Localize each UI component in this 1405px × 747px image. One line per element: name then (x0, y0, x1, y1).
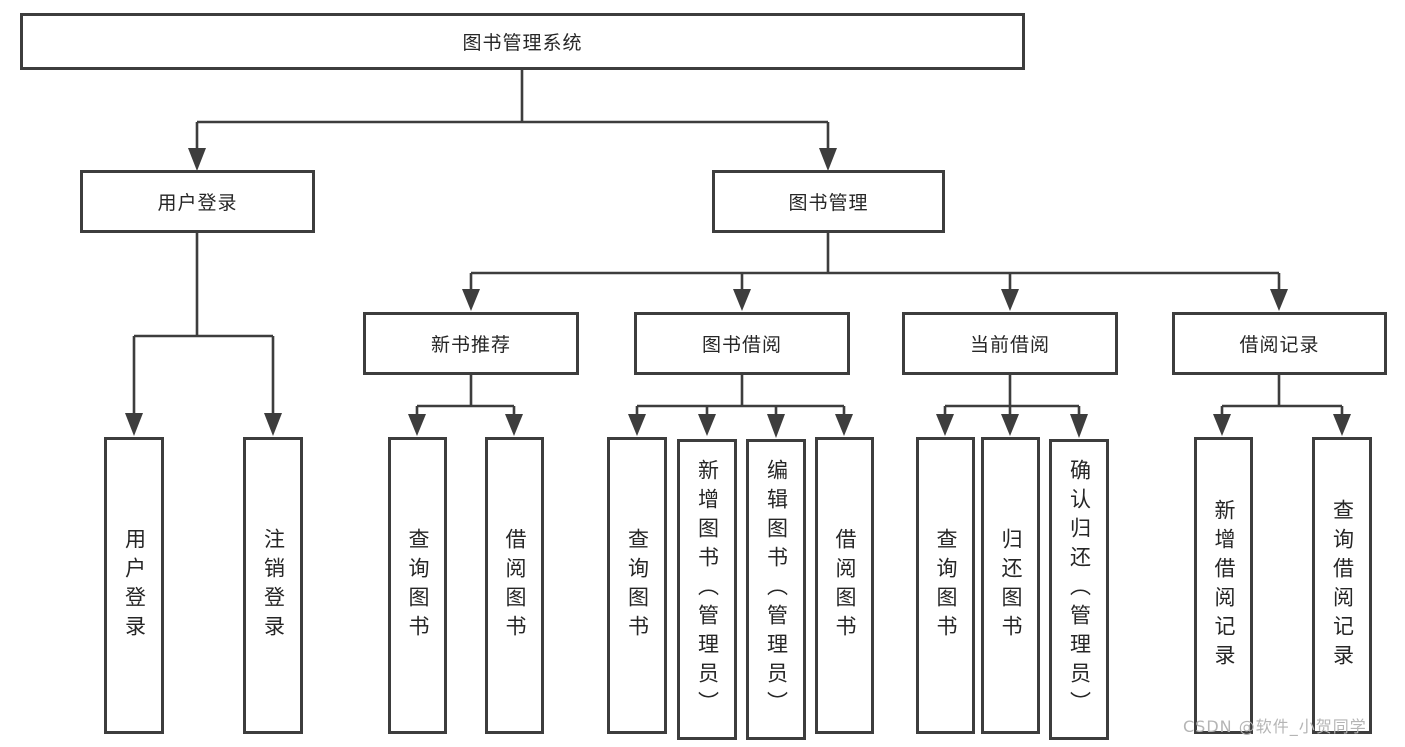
node-label: 新增图书（管理员） (695, 459, 720, 720)
leaf-confirm-return-admin: 确认归还（管理员） (1049, 439, 1109, 740)
node-label: 查询图书 (625, 527, 650, 644)
csdn-watermark: CSDN @软件_小贺同学 (1183, 717, 1367, 736)
leaf-return-books: 归还图书 (981, 437, 1040, 734)
node-label: 查询图书 (406, 527, 430, 644)
node-new-book-recommend: 新书推荐 (363, 312, 579, 375)
node-label: 借阅图书 (833, 527, 857, 644)
node-label: 归还图书 (999, 527, 1023, 644)
leaf-borrow-books-recommend: 借阅图书 (485, 437, 544, 734)
connector-root-to-level2 (188, 70, 837, 171)
node-label: 编辑图书（管理员） (764, 459, 789, 720)
node-label: 查询借阅记录 (1330, 498, 1355, 673)
leaf-add-borrow-record: 新增借阅记录 (1194, 437, 1253, 734)
node-label: 确认归还（管理员） (1067, 459, 1092, 720)
node-label: 图书借阅 (701, 334, 782, 356)
connector-borrow-to-leaves (628, 375, 853, 438)
leaf-add-books-admin: 新增图书（管理员） (677, 439, 737, 740)
node-label: 查询图书 (934, 527, 958, 644)
leaf-query-books-current: 查询图书 (916, 437, 975, 734)
node-current-borrowing: 当前借阅 (902, 312, 1118, 375)
node-label: 新书推荐 (430, 334, 511, 356)
leaf-query-books-recommend: 查询图书 (388, 437, 447, 734)
node-label: 注销登录 (261, 527, 286, 644)
node-label: 用户登录 (122, 527, 147, 644)
connector-current-to-leaves (936, 375, 1088, 438)
leaf-query-borrow-record: 查询借阅记录 (1312, 437, 1372, 734)
leaf-user-login: 用户登录 (104, 437, 164, 734)
node-label: 借阅记录 (1239, 334, 1320, 356)
node-borrowing-records: 借阅记录 (1172, 312, 1387, 375)
node-label: 图书管理 (788, 192, 869, 214)
node-label: 借阅图书 (503, 527, 527, 644)
node-book-management: 图书管理 (712, 170, 945, 233)
leaf-edit-books-admin: 编辑图书（管理员） (746, 439, 806, 740)
node-label: 新增借阅记录 (1212, 498, 1236, 673)
node-label: 用户登录 (157, 192, 238, 214)
connector-user-login-to-leaves (125, 233, 282, 436)
leaf-borrow-books: 借阅图书 (815, 437, 874, 734)
leaf-query-books-borrow: 查询图书 (607, 437, 667, 734)
node-label: 图书管理系统 (462, 32, 583, 54)
leaf-logout: 注销登录 (243, 437, 303, 734)
node-book-borrowing: 图书借阅 (634, 312, 850, 375)
node-label: 当前借阅 (969, 334, 1050, 356)
node-user-login: 用户登录 (80, 170, 315, 233)
connector-book-mgmt-to-level3 (462, 233, 1288, 311)
connector-new-books-to-leaves (408, 375, 523, 436)
node-library-management-system: 图书管理系统 (20, 13, 1025, 70)
connector-records-to-leaves (1213, 375, 1351, 436)
